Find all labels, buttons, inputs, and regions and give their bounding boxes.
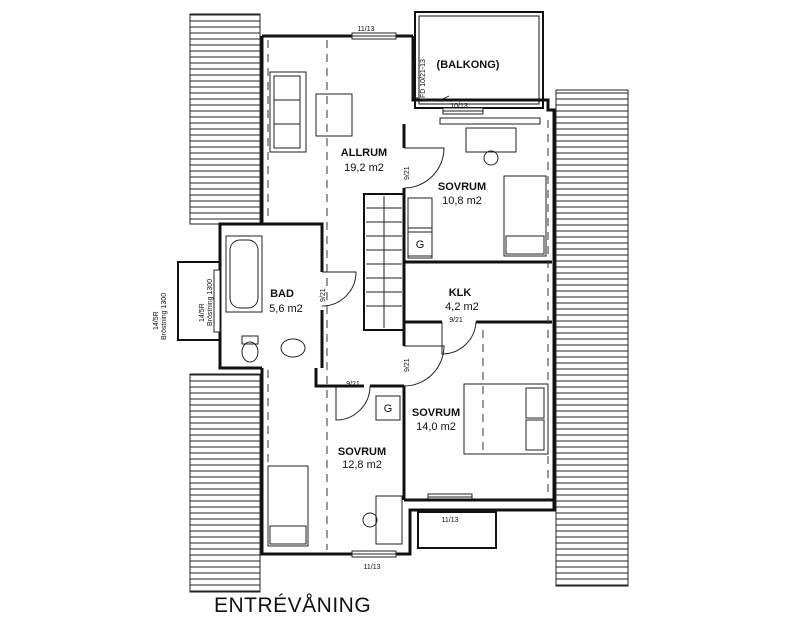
interior-walls [222, 124, 554, 502]
room-name-sovrum-mid: SOVRUM [412, 407, 460, 419]
door-klk [441, 321, 477, 355]
label-window-balcony: 10/13 [450, 103, 468, 110]
label-window-bottom: 11/13 [364, 564, 381, 571]
label-door-klk: 9/21 [449, 317, 463, 324]
label-door-bad: 9/21 [320, 288, 327, 302]
label-balcony-door: FD 10/21-13 [420, 59, 427, 98]
sink [280, 338, 306, 358]
door-bad [321, 271, 357, 307]
appliance-g1-label: G [416, 239, 425, 251]
label-dormer-left-a: 14/5R [153, 311, 160, 330]
window-balcony [442, 107, 484, 115]
room-area-sovrum-mid: 14,0 m2 [416, 421, 456, 433]
room-area-sovrum-bottom: 12,8 m2 [342, 459, 382, 471]
door-sovrum-mid [403, 345, 445, 387]
staircase [366, 196, 402, 328]
room-name-bad: BAD [270, 288, 294, 300]
coffee-table [315, 93, 353, 137]
dormer-left [177, 261, 221, 341]
ridge-lines [267, 40, 549, 550]
door-sovrum-bottom [335, 385, 371, 421]
label-door-allrum: 9/21 [404, 166, 411, 180]
label-window-bottom-right: 11/13 [442, 517, 459, 524]
label-door-sovrum-bottom: 9/21 [346, 381, 360, 388]
desk-sovrum-bottom [362, 495, 403, 545]
room-area-klk: 4,2 m2 [445, 301, 479, 313]
room-name-sovrum-bottom: SOVRUM [338, 446, 386, 458]
label-dormer-left-b: Bröstning 1300 [161, 293, 168, 340]
window-sovrum-top [439, 117, 541, 125]
roof-left-upper [189, 13, 261, 225]
room-area-sovrum-top: 10,8 m2 [442, 195, 482, 207]
bed-sovrum-mid [463, 383, 549, 455]
label-dormer-inner-a: 14/5R [199, 303, 206, 322]
toilet [241, 335, 259, 363]
window-bottom [351, 550, 397, 558]
roof-left-lower [189, 373, 261, 593]
door-allrum [403, 147, 445, 189]
bay-bottom [417, 511, 497, 549]
door-balcony [412, 60, 450, 102]
room-name-balcony: (BALKONG) [437, 59, 500, 71]
room-name-klk: KLK [449, 287, 472, 299]
room-name-allrum: ALLRUM [341, 147, 387, 159]
roof-right [555, 89, 629, 587]
label-dormer-inner-b: Bröstning 1300 [207, 279, 214, 326]
bed-sovrum-top [503, 175, 547, 257]
wardrobe-sovrum-top [407, 197, 433, 259]
sofa [269, 71, 307, 153]
floor-title: ENTRÉVÅNING [214, 594, 371, 617]
desk-sovrum-top [465, 127, 517, 166]
room-area-allrum: 19,2 m2 [344, 162, 384, 174]
label-window-top: 11/13 [358, 26, 375, 33]
room-area-bad: 5,6 m2 [269, 303, 303, 315]
bathtub [225, 235, 263, 313]
appliance-g2: G [375, 395, 401, 421]
appliance-g1: G [407, 231, 433, 257]
bed-sovrum-bottom [267, 465, 309, 547]
room-name-sovrum-top: SOVRUM [438, 181, 486, 193]
window-top [351, 32, 397, 40]
appliance-g2-label: G [384, 403, 393, 415]
label-door-sovrum-mid: 9/21 [404, 358, 411, 372]
